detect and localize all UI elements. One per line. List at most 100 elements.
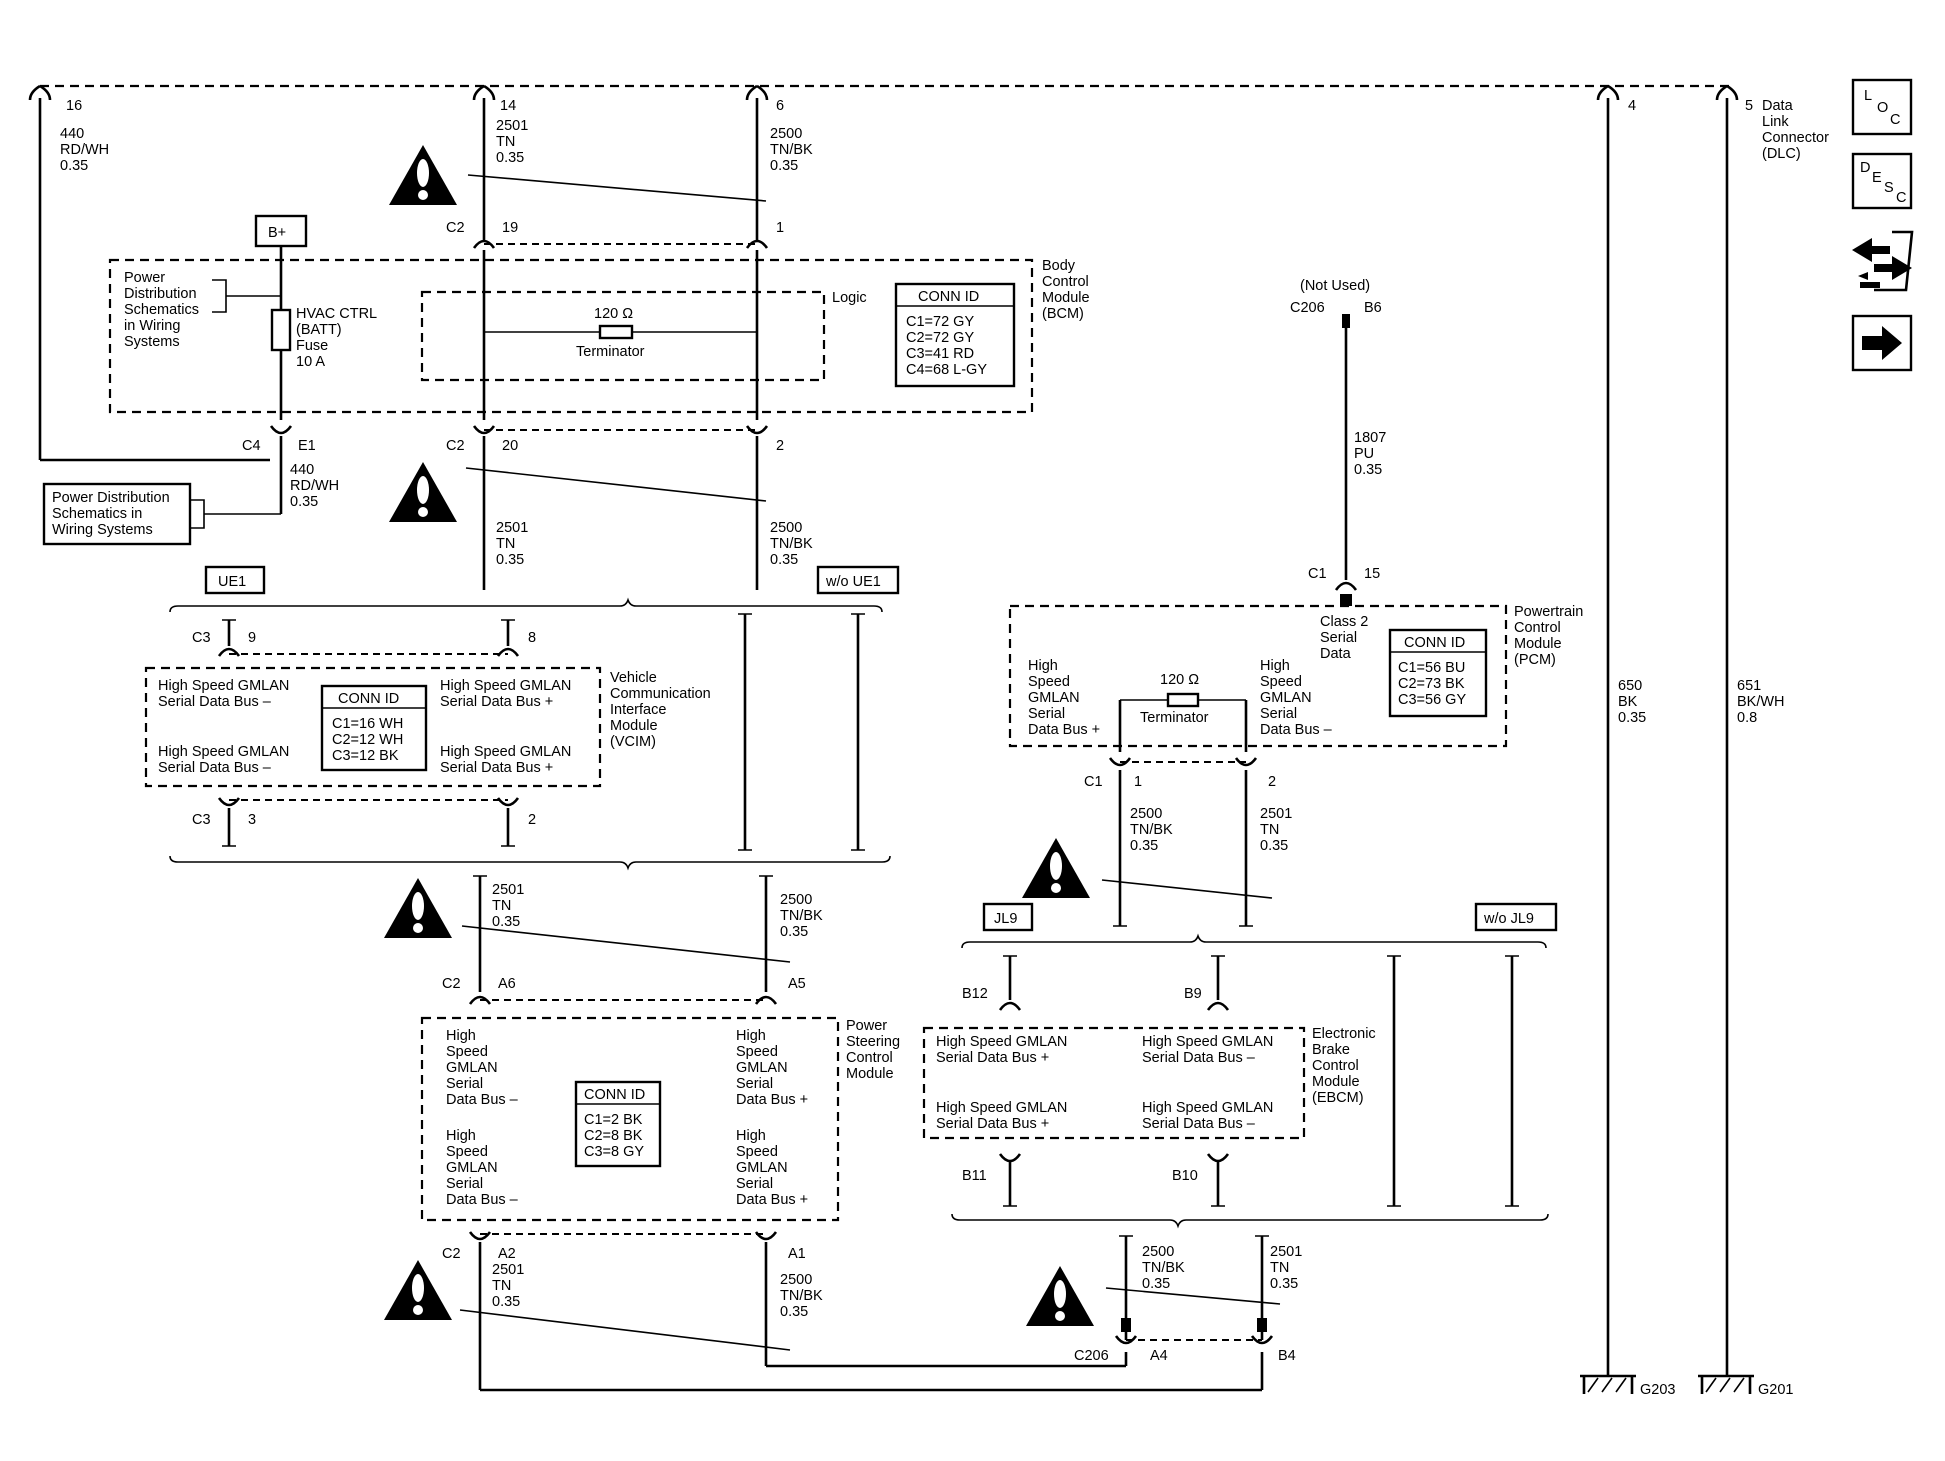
pscm-pin-a5: A5 (788, 976, 806, 992)
wire-2501-size: 0.35 (496, 150, 524, 166)
wire-2501-size: 0.35 (1270, 1276, 1298, 1292)
vcim-conn-id-title: CONN ID (338, 691, 399, 707)
wire-2500-size: 0.35 (1130, 838, 1158, 854)
ebcm-pin-b9: B9 (1184, 986, 1202, 1002)
desc-button[interactable]: D E S C (1851, 152, 1913, 210)
vcim-hs-plus-top-2: Serial Data Bus + (440, 694, 553, 710)
next-arrow-button[interactable] (1851, 314, 1913, 372)
wire-2500-num: 2500 (780, 1272, 812, 1288)
wire-651-num: 651 (1737, 678, 1761, 694)
pscm-hs-minus-top-5: Data Bus – (446, 1092, 519, 1108)
dlc-pin-16: 16 (66, 98, 82, 114)
bcm-terminator-value: 120 Ω (594, 306, 633, 322)
pcm-c1-top-label: C1 (1308, 566, 1327, 582)
e1-wire-num: 440 (290, 462, 314, 478)
pscm-conn-id-c2: C2=8 BK (584, 1128, 643, 1144)
pscm-hs-plus-top-4: Serial (736, 1076, 773, 1092)
bcm-title-3: Module (1042, 290, 1090, 306)
ebcm-hs-plus-top-2: Serial Data Bus + (936, 1050, 1049, 1066)
wire-2501-size: 0.35 (492, 914, 520, 930)
pcm-c206-label: C206 (1290, 300, 1325, 316)
pscm-hs-minus-top-1: High (446, 1028, 476, 1044)
pscm-conn-id-c1: C1=2 BK (584, 1112, 643, 1128)
bcm-title-2: Control (1042, 274, 1089, 290)
bcm-pin-19: 19 (502, 220, 518, 236)
bcm-pin-2: 2 (776, 438, 784, 454)
pscm-hs-plus-bottom-2: Speed (736, 1144, 778, 1160)
pcm-conn-id-c2: C2=73 BK (1398, 676, 1465, 692)
bcm-c2-bottom-label: C2 (446, 438, 465, 454)
loc-button[interactable]: L O C (1851, 78, 1913, 136)
pscm-conn-id-title: CONN ID (584, 1087, 645, 1103)
pscm-hs-plus-top-3: GMLAN (736, 1060, 788, 1076)
bcm-power-dist-1: Power (124, 270, 165, 286)
c206-pin-a4: A4 (1150, 1348, 1168, 1364)
jl9-label: JL9 (994, 911, 1017, 927)
pcm-hs-minus-2: Speed (1260, 674, 1302, 690)
wire-2501-num: 2501 (496, 520, 528, 536)
pcm-b6-label: B6 (1364, 300, 1382, 316)
power-distribution-link[interactable]: Power Distribution Schematics in Wiring … (42, 482, 192, 546)
pscm-hs-plus-bottom-4: Serial (736, 1176, 773, 1192)
wire-440-color: RD/WH (60, 142, 109, 158)
wire-2500-num: 2500 (770, 520, 802, 536)
ebcm-hs-plus-bottom-1: High Speed GMLAN (936, 1100, 1067, 1116)
ebcm-hs-minus-top-2: Serial Data Bus – (1142, 1050, 1256, 1066)
pscm-hs-minus-bottom-3: GMLAN (446, 1160, 498, 1176)
vcim-title-4: Module (610, 718, 658, 734)
power-dist-box-3: Wiring Systems (52, 522, 153, 538)
pcm-not-used-label: (Not Used) (1300, 278, 1370, 294)
wire-2500-color: TN/BK (770, 142, 813, 158)
pscm-hs-minus-bottom-2: Speed (446, 1144, 488, 1160)
bcm-conn-id-c3: C3=41 RD (906, 346, 974, 362)
warning-icon (384, 878, 452, 938)
pscm-hs-plus-bottom-1: High (736, 1128, 766, 1144)
pcm-hs-minus-5: Data Bus – (1260, 722, 1333, 738)
jl9-option-tag[interactable] (982, 902, 1034, 932)
pcm-class2-3: Data (1320, 646, 1352, 662)
wire-2500-num: 2500 (770, 126, 802, 142)
bcm-terminator-label: Terminator (576, 344, 645, 360)
pcm-hs-plus-1: High (1028, 658, 1058, 674)
ebcm-title-3: Control (1312, 1058, 1359, 1074)
ebcm-title-4: Module (1312, 1074, 1360, 1090)
ue1-option-tag[interactable] (204, 565, 266, 595)
wire-2501-size: 0.35 (492, 1294, 520, 1310)
wo-jl9-option-tag[interactable] (1474, 902, 1558, 932)
fuse-label-1: HVAC CTRL (296, 306, 377, 322)
wire-440-num: 440 (60, 126, 84, 142)
warning-icon (1026, 1266, 1094, 1326)
schematic-tool-icon[interactable] (1852, 230, 1914, 292)
pcm-class2-1: Class 2 (1320, 614, 1368, 630)
vcim-title-5: (VCIM) (610, 734, 656, 750)
desc-letter-e: E (1872, 170, 1882, 186)
bcm-conn-id-table (894, 282, 1016, 388)
vcim-hs-plus-bottom-1: High Speed GMLAN (440, 744, 571, 760)
bcm-conn-id-c4: C4=68 L-GY (906, 362, 987, 378)
vcim-conn-id-c2: C2=12 WH (332, 732, 403, 748)
pscm-hs-minus-top-3: GMLAN (446, 1060, 498, 1076)
wire-650-size: 0.35 (1618, 710, 1646, 726)
loc-letter-o: O (1877, 100, 1888, 116)
warning-icon (389, 462, 457, 522)
wire-2500-color: TN/BK (780, 908, 823, 924)
desc-letter-d: D (1860, 160, 1870, 176)
pscm-title-2: Steering (846, 1034, 900, 1050)
pcm-class2-2: Serial (1320, 630, 1357, 646)
vcim-pin-3: 3 (248, 812, 256, 828)
pscm-hs-minus-bottom-1: High (446, 1128, 476, 1144)
jl9-option-group: JL9 w/o JL9 (951, 902, 1558, 1229)
ebcm-title-2: Brake (1312, 1042, 1350, 1058)
wire-650-num: 650 (1618, 678, 1642, 694)
wire-2500-num: 2500 (1130, 806, 1162, 822)
dlc-pin-6: 6 (776, 98, 784, 114)
b-plus-label: B+ (268, 225, 286, 241)
wire-2500-num: 2500 (1142, 1244, 1174, 1260)
pcm-hs-minus-3: GMLAN (1260, 690, 1312, 706)
power-dist-box-1: Power Distribution (52, 490, 170, 506)
vcim-pin-2: 2 (528, 812, 536, 828)
pcm-class2-circuit: (Not Used) C206 B6 1807 PU 0.35 C1 15 (1290, 278, 1386, 606)
wo-ue1-option-tag[interactable] (816, 565, 900, 595)
wire-2501-num: 2501 (496, 118, 528, 134)
